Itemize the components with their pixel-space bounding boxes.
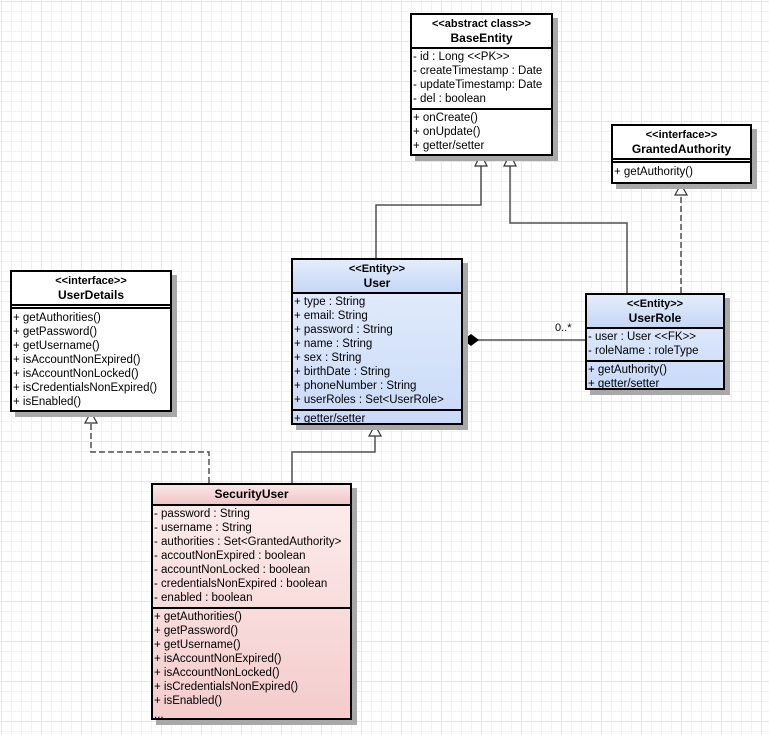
hollow-triangle-arrowhead xyxy=(673,182,689,196)
class-header: <<interface>> GrantedAuthority xyxy=(613,126,750,158)
attribute: - password : String xyxy=(154,508,250,520)
attributes-section: - password : String - username : String … xyxy=(153,506,350,607)
attribute: - updateTimestamp: Date xyxy=(413,79,543,91)
class-name: User xyxy=(363,276,391,290)
attribute: + type : String xyxy=(294,296,366,308)
attribute: - id : Long <<PK>> xyxy=(413,51,510,63)
attributes-section: - id : Long <<PK>> - createTimestamp : D… xyxy=(412,49,551,108)
method: + getter/setter xyxy=(294,413,366,425)
stereotype: <<Entity>> xyxy=(626,298,684,310)
method: + isCredentialsNonExpired() xyxy=(13,382,158,394)
multiplicity-label: 0..* xyxy=(555,322,572,334)
class-header: <<Entity>> User xyxy=(293,260,461,294)
methods-section: + getAuthority() + getter/setter xyxy=(587,360,723,393)
class-header: SecurityUser xyxy=(153,485,350,506)
realization-securityuser-userdetails xyxy=(90,423,210,483)
hollow-triangle-arrowhead xyxy=(474,152,488,167)
generalization-securityuser-user xyxy=(291,436,376,483)
attribute: + birthDate : String xyxy=(294,366,391,378)
class-header: <<abstract class>> BaseEntity xyxy=(412,15,551,49)
method: + isCredentialsNonExpired() xyxy=(154,681,299,693)
attribute: - enabled : boolean xyxy=(154,592,253,604)
method: + isEnabled() xyxy=(154,695,223,707)
attribute: + userRoles : Set<UserRole> xyxy=(294,394,444,406)
class-header: <<Entity>> UserRole xyxy=(587,295,723,329)
attribute: + password : String xyxy=(294,324,393,336)
method: + getter/setter xyxy=(413,140,485,152)
hollow-triangle-arrowhead xyxy=(503,152,517,167)
class-userrole[interactable]: <<Entity>> UserRole - user : User <<FK>>… xyxy=(585,293,725,390)
methods-section: + getter/setter xyxy=(293,409,461,428)
stereotype: <<interface>> xyxy=(645,129,718,141)
method: + isAccountNonLocked() xyxy=(13,368,139,380)
attribute: - username : String xyxy=(154,522,252,534)
attribute: - accountNonLocked : boolean xyxy=(154,564,310,576)
method: + isAccountNonExpired() xyxy=(13,354,141,366)
methods-section: + onCreate() + onUpdate() + getter/sette… xyxy=(412,108,551,155)
class-baseentity[interactable]: <<abstract class>> BaseEntity - id : Lon… xyxy=(410,13,553,156)
method: + onUpdate() xyxy=(413,126,481,138)
class-user[interactable]: <<Entity>> User + type : String + email:… xyxy=(291,258,463,425)
hollow-triangle-arrowhead xyxy=(83,410,99,424)
generalization-user-baseentity xyxy=(375,166,482,258)
method: + isEnabled() xyxy=(13,396,82,408)
stereotype: <<abstract class>> xyxy=(431,18,532,30)
class-userdetails[interactable]: <<interface>> UserDetails + getAuthoriti… xyxy=(10,270,172,412)
method: ... xyxy=(154,709,164,721)
method: + getter/setter xyxy=(588,378,660,390)
stereotype: <<interface>> xyxy=(55,275,127,287)
attribute: - roleName : roleType xyxy=(588,345,699,357)
method: + getAuthorities() xyxy=(154,611,242,623)
attribute: - accoutNonExpired : boolean xyxy=(154,550,306,562)
class-grantedauthority[interactable]: <<interface>> GrantedAuthority + getAuth… xyxy=(611,124,752,184)
attribute: - createTimestamp : Date xyxy=(413,65,543,77)
class-header: <<interface>> UserDetails xyxy=(12,272,170,304)
attributes-section: + type : String + email: String + passwo… xyxy=(293,294,461,409)
attribute: + name : String xyxy=(294,338,373,350)
methods-section: + getAuthority() xyxy=(613,158,750,181)
class-name: SecurityUser xyxy=(214,487,289,501)
filled-diamond-icon xyxy=(463,334,479,346)
attributes-section: - user : User <<FK>> - roleName : roleTy… xyxy=(587,329,723,360)
method: + getPassword() xyxy=(13,326,98,338)
attribute: + sex : String xyxy=(294,352,362,364)
class-name: UserDetails xyxy=(57,288,125,302)
method: + getAuthority() xyxy=(614,166,693,178)
method: + isAccountNonExpired() xyxy=(154,653,282,665)
methods-section: + getAuthorities() + getPassword() + get… xyxy=(12,304,170,411)
attribute: + phoneNumber : String xyxy=(294,380,417,392)
method: + getUsername() xyxy=(154,639,241,651)
stereotype: <<Entity>> xyxy=(348,263,406,275)
attribute: - credentialsNonExpired : boolean xyxy=(154,578,328,590)
generalization-userrole-baseentity xyxy=(509,166,628,293)
methods-section: + getAuthorities() + getPassword() + get… xyxy=(153,607,350,724)
class-name: GrantedAuthority xyxy=(631,142,732,156)
method: + getAuthorities() xyxy=(13,312,101,324)
attribute: - del : boolean xyxy=(413,93,486,105)
attribute: - user : User <<FK>> xyxy=(588,331,697,343)
hollow-triangle-arrowhead xyxy=(367,423,383,437)
method: + isAccountNonLocked() xyxy=(154,667,280,679)
method: + getAuthority() xyxy=(588,364,667,376)
class-securityuser[interactable]: SecurityUser - password : String - usern… xyxy=(151,483,352,721)
attribute: + email: String xyxy=(294,310,368,322)
method: + getPassword() xyxy=(154,625,239,637)
method: + getUsername() xyxy=(13,340,100,352)
class-name: BaseEntity xyxy=(450,31,513,45)
class-name: UserRole xyxy=(628,311,682,325)
attribute: - authorities : Set<GrantedAuthority> xyxy=(154,536,342,548)
method: + onCreate() xyxy=(413,112,478,124)
